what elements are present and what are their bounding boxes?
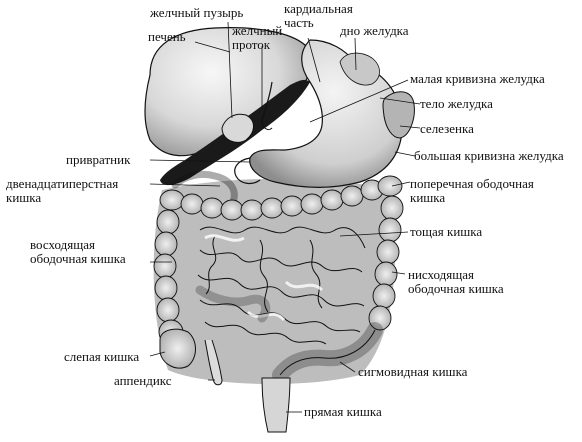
cecum-shape: [159, 328, 196, 369]
label-bile-duct: желчный проток: [232, 23, 283, 52]
label-transverse-colon: поперечная ободочная кишка: [410, 176, 534, 205]
label-fundus: дно желудка: [340, 23, 409, 38]
leader-lines: [149, 21, 421, 413]
ileum-shape: [195, 285, 271, 323]
small-intestine-highlights: [204, 234, 324, 322]
label-cecum: слепая кишка: [64, 349, 140, 364]
bile-duct-loop: [261, 119, 273, 131]
gallbladder-shape: [221, 113, 254, 143]
sigmoid-colon-outline: [279, 329, 376, 376]
stomach-fundus: [339, 52, 380, 86]
label-duodenum: двенадцатиперстная кишка: [6, 176, 119, 205]
label-cardia: кардиальная часть: [284, 1, 353, 30]
descending-colon-shape: [368, 195, 404, 331]
rectum-shape: [261, 377, 291, 433]
label-appendix: аппендикс: [114, 373, 172, 388]
ascending-colon-shape: [153, 209, 184, 345]
label-gallbladder: желчный пузырь: [150, 5, 244, 20]
label-liver: печень: [148, 29, 186, 44]
label-lesser-curvature: малая кривизна желудка: [410, 71, 545, 86]
label-rectum: прямая кишка: [304, 404, 382, 419]
label-greater-curvature: большая кривизна желудка: [414, 148, 564, 163]
pylorus-shape: [234, 157, 261, 185]
label-sigmoid-colon: сигмовидная кишка: [358, 364, 468, 379]
label-spleen: селезенка: [420, 121, 474, 136]
label-ascending-colon: восходящая ободочная кишка: [30, 237, 126, 266]
small-intestine-loops: [197, 226, 366, 345]
label-descending-colon: нисходящая ободочная кишка: [408, 267, 504, 296]
bile-duct-shape: [261, 81, 273, 121]
label-pylorus: привратник: [66, 152, 131, 167]
label-jejunum: тощая кишка: [410, 224, 483, 239]
transverse-colon-shape: [159, 175, 403, 221]
appendix-shape: [204, 339, 223, 386]
label-stomach-body: тело желудка: [420, 96, 493, 111]
